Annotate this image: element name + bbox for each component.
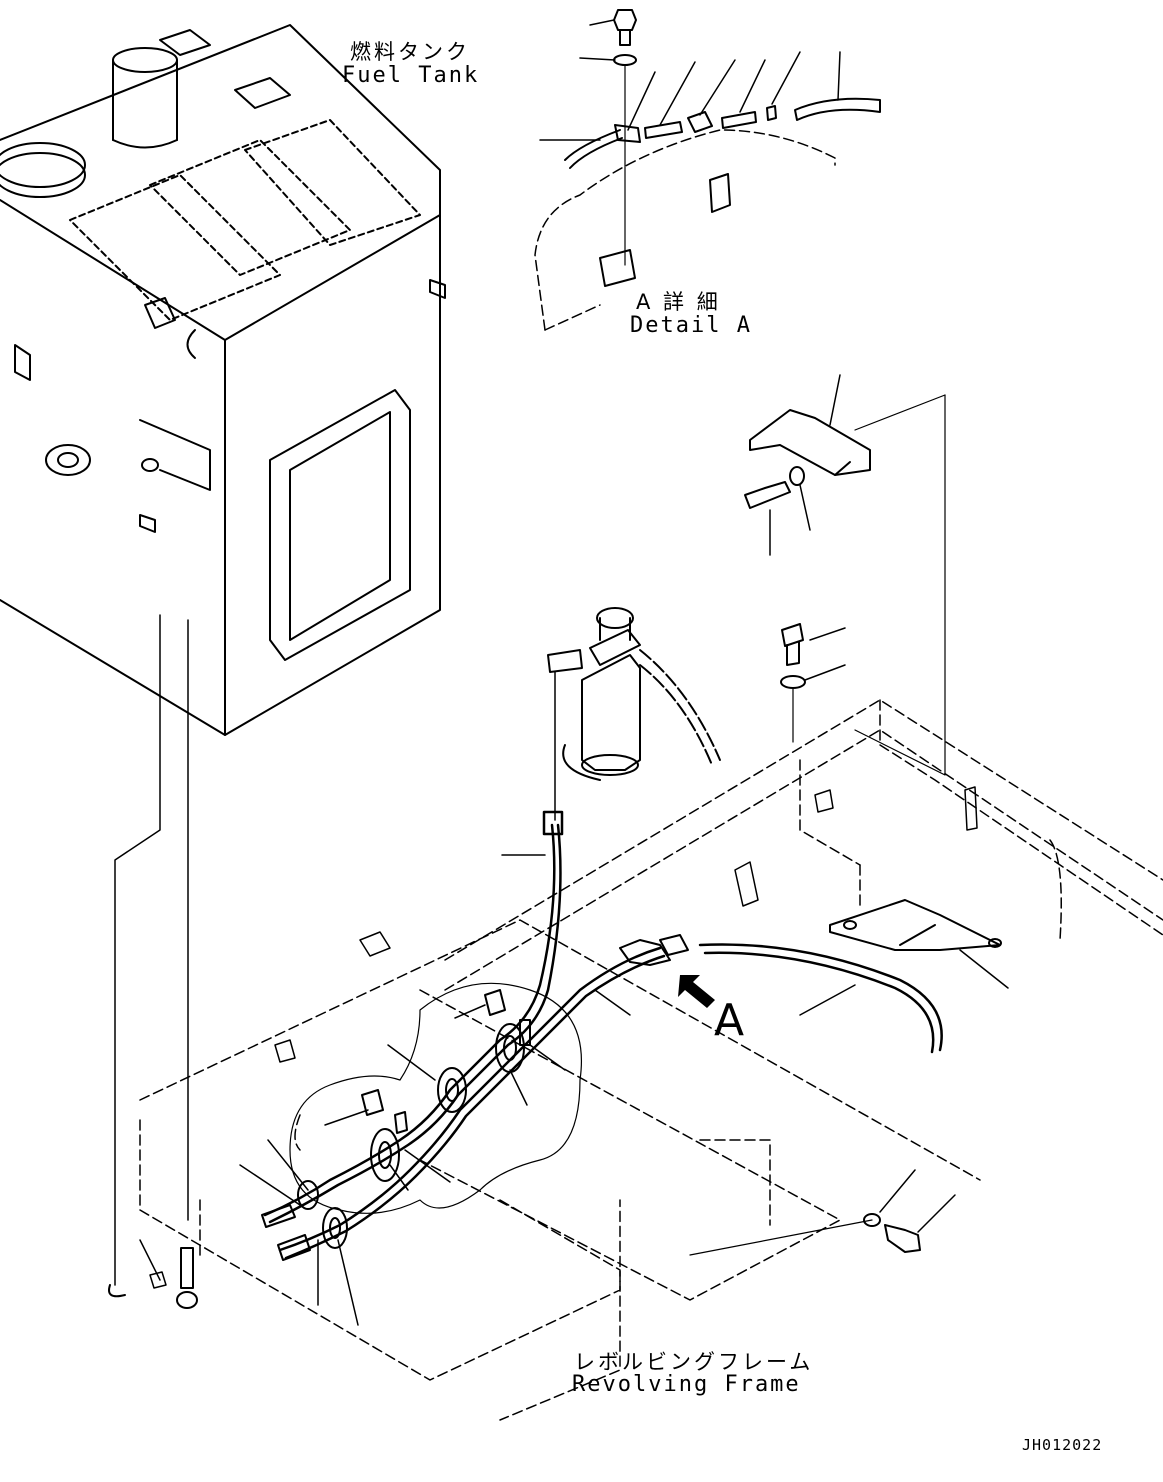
fuel-tank [0, 24, 446, 1309]
revolving-frame-center [139, 919, 981, 1421]
leader-lines [139, 854, 856, 1326]
detail-a-view [534, 9, 881, 331]
fuel-tank-label-en: Fuel Tank [342, 63, 480, 88]
revolving-frame-label-jp: レボルビングフレーム [574, 1350, 814, 1374]
detail-a-label-en: Detail A [630, 313, 752, 338]
frame-bolt [689, 1169, 956, 1256]
hose-ends [261, 934, 689, 1261]
fuel-tank-label-jp: 燃料タンク [350, 40, 470, 64]
view-arrow-letter: A [714, 995, 745, 1046]
frame-fittings [149, 786, 978, 1289]
support-plate [829, 899, 1009, 989]
revolving-frame-label-en: Revolving Frame [572, 1372, 801, 1397]
drawing-number: JH012022 [1022, 1436, 1103, 1454]
fuel-hoses [263, 810, 943, 1260]
detail-a-label-jp: A 詳 細 [636, 290, 721, 314]
routing-area-outline [289, 982, 582, 1214]
view-arrow [678, 975, 715, 1008]
grommets [297, 989, 531, 1249]
mount-bolt [780, 623, 846, 743]
fuel-filter [547, 607, 721, 821]
revolving-frame-right [444, 699, 1163, 991]
guard-bracket [744, 374, 946, 776]
